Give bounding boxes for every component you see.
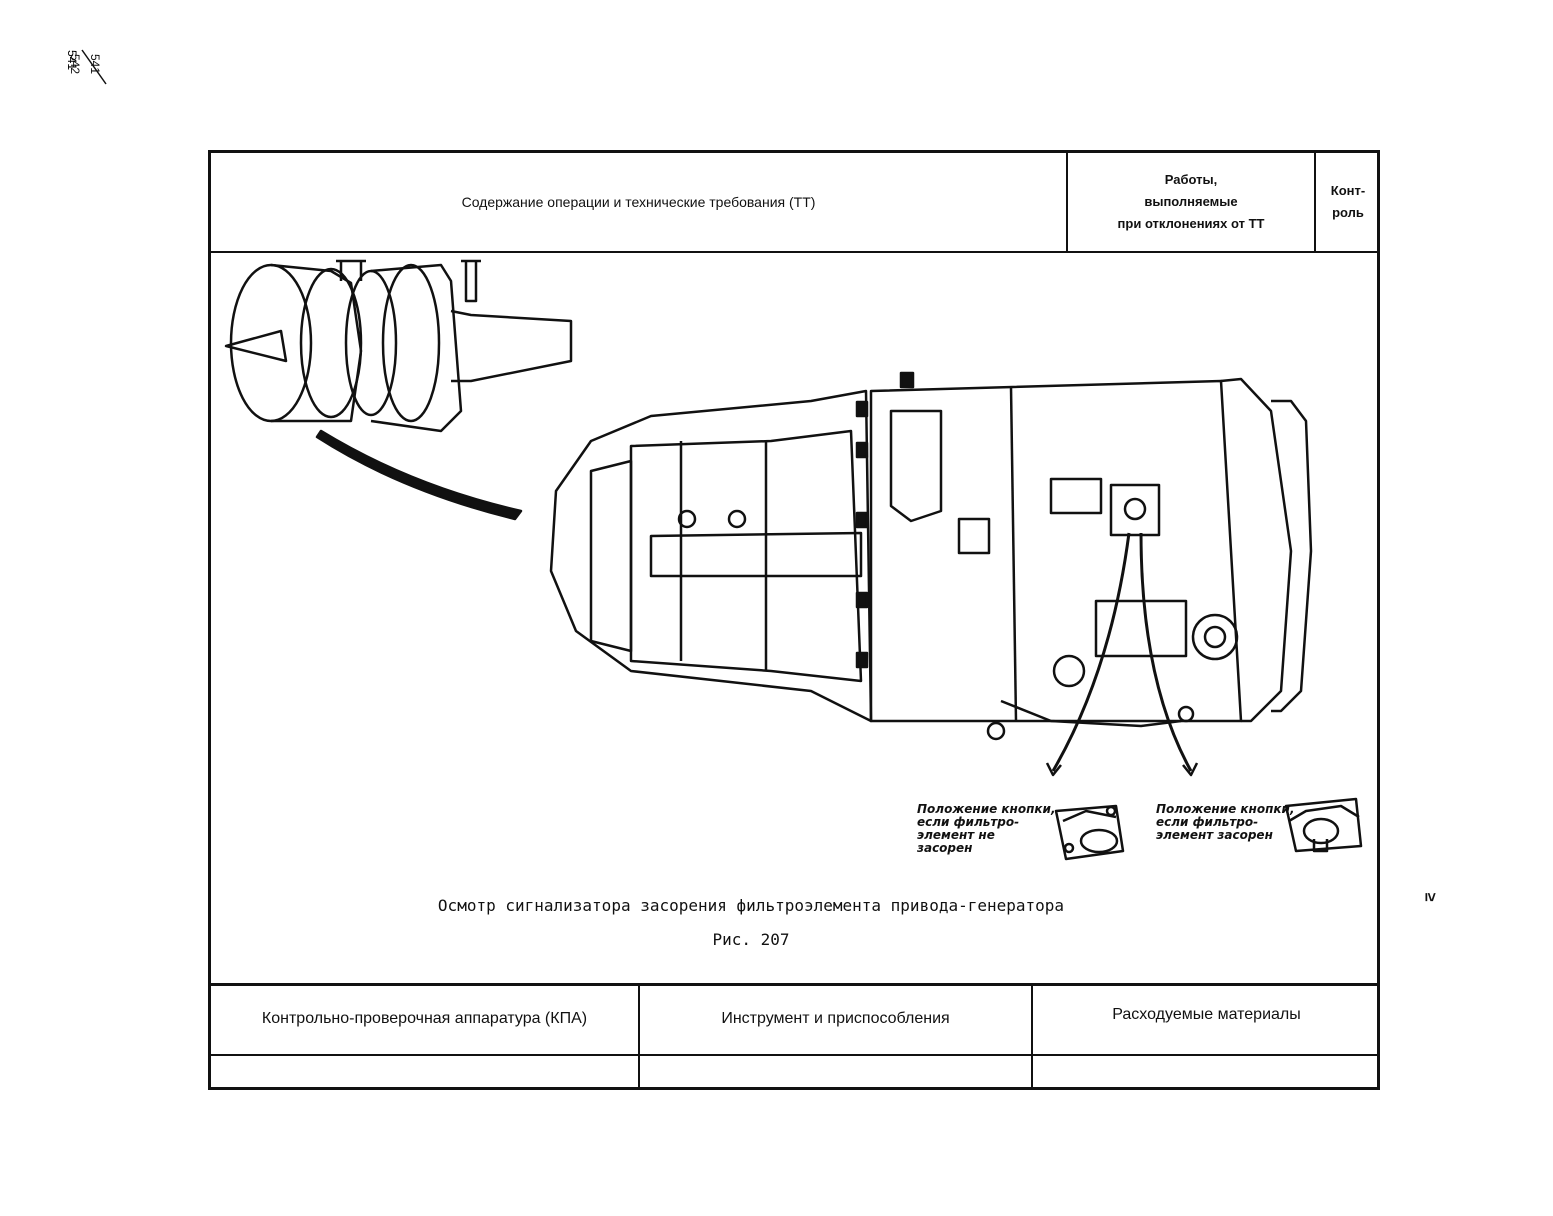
figure-number: Рис. 207: [712, 930, 790, 949]
side-mark: ≥: [1421, 892, 1439, 902]
header-content-label: Содержание операции и технические требов…: [461, 194, 816, 210]
indicator-arrow-clogged: [1139, 532, 1193, 772]
sheet-footer: Контрольно-проверочная аппаратура (КПА) …: [211, 983, 1377, 1093]
note-filter-clogged: Положение кнопки, если фильтро- элемент …: [1156, 802, 1295, 842]
page-number: 541: [62, 48, 110, 88]
generator-drive-drawing: [224, 259, 1363, 861]
deviation-line-3: при отклонениях от ТТ: [1117, 216, 1265, 231]
header-content: Содержание операции и технические требов…: [211, 153, 1066, 251]
footer-materials: Расходуемые материалы: [1031, 986, 1380, 1090]
button-detail-clean: [1054, 804, 1125, 861]
sheet-header: Содержание операции и технические требов…: [211, 153, 1377, 253]
footer-materials-label: Расходуемые материалы: [1112, 1006, 1301, 1023]
header-control: Конт- роль: [1314, 153, 1380, 251]
page-number-top-text: 541: [88, 54, 102, 75]
header-deviation-works: Работы, выполняемые при отклонениях от Т…: [1066, 153, 1314, 251]
footer-header-row: [211, 986, 1377, 1056]
control-line-1: Конт-: [1330, 183, 1366, 198]
figure-caption: Осмотр сигнализатора засорения фильтроэл…: [437, 896, 1065, 915]
page-number-bottom: 542: [68, 54, 82, 75]
page-number-top: 541: [65, 50, 79, 70]
indicator-arrow-clean: [1051, 532, 1131, 772]
button-detail-clogged: [1284, 797, 1363, 853]
footer-equipment: Контрольно-проверочная аппаратура (КПА): [211, 986, 638, 1090]
bolt-row: [855, 371, 915, 669]
deviation-line-2: выполняемые: [1144, 194, 1238, 209]
deviation-line-1: Работы,: [1164, 172, 1218, 187]
control-line-2: роль: [1332, 205, 1364, 220]
footer-tools: Инструмент и приспособления: [638, 986, 1031, 1090]
engine-overview-drawing: [224, 259, 573, 433]
generator-drive-body: [549, 377, 1313, 741]
operation-sheet: Содержание операции и технические требов…: [208, 150, 1380, 1090]
figure-area: Положение кнопки, если фильтро- элемент …: [211, 251, 1377, 983]
footer-equipment-label: Контрольно-проверочная аппаратура (КПА): [261, 1010, 588, 1027]
note-filter-clean: Положение кнопки, если фильтро- элемент …: [917, 802, 1056, 855]
pointer-arrow: [315, 429, 523, 521]
footer-tools-label: Инструмент и приспособления: [721, 1010, 950, 1027]
